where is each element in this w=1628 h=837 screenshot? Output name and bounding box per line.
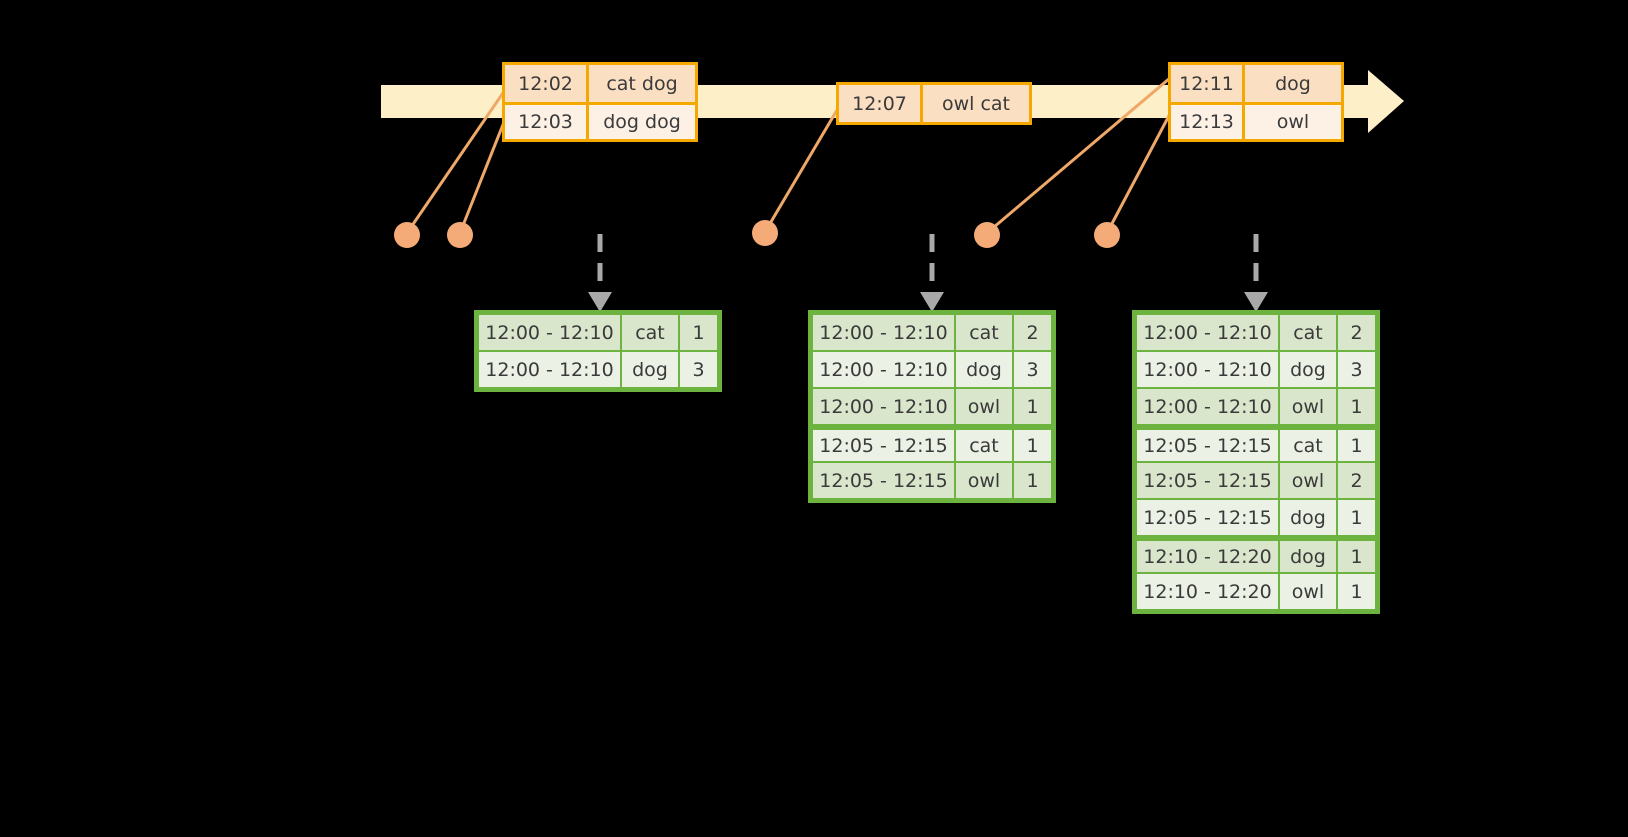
key-cell: dog [955,351,1013,388]
key-cell: owl [955,388,1013,425]
event-marker-5 [1094,222,1120,248]
table-row: 12:00 - 12:10 dog 3 [478,351,718,388]
connector-line-1 [405,89,507,234]
table-row: 12:05 - 12:15 owl 1 [812,462,1052,499]
table-row: 12:10 - 12:20 dog 1 [1136,536,1376,573]
event-box-2[interactable]: 12:07 owl cat [836,82,1032,125]
count-cell: 1 [1337,429,1376,462]
count-cell: 2 [1337,462,1376,499]
key-cell: dog [1279,499,1337,536]
count-cell: 1 [1337,540,1376,573]
event-time: 12:02 [505,65,589,102]
window-cell: 12:00 - 12:10 [812,388,955,425]
window-cell: 12:00 - 12:10 [1136,351,1279,388]
window-cell: 12:00 - 12:10 [478,351,621,388]
key-cell: cat [621,314,679,351]
flow-arrow-head-2 [920,292,944,312]
table-row: 12:05 - 12:15 dog 1 [1136,499,1376,536]
key-cell: owl [1279,573,1337,610]
count-cell: 1 [1013,388,1052,425]
count-cell: 1 [1337,573,1376,610]
table-row: 12:00 - 12:10 cat 1 [478,314,718,351]
window-cell: 12:05 - 12:15 [812,462,955,499]
window-cell: 12:00 - 12:10 [1136,314,1279,351]
event-box-1[interactable]: 12:02 cat dog 12:03 dog dog [502,62,698,142]
table-row: 12:00 - 12:10 owl 1 [1136,388,1376,425]
event-row: 12:11 dog [1171,65,1341,102]
event-row: 12:02 cat dog [505,65,695,102]
event-value: dog dog [603,111,681,133]
connector-line-2 [458,111,510,234]
event-marker-4 [974,222,1000,248]
count-cell: 1 [679,314,718,351]
timeline-arrowhead [1368,70,1404,133]
table-row: 12:05 - 12:15 cat 1 [1136,425,1376,462]
event-time: 12:07 [839,85,923,122]
window-cell: 12:00 - 12:10 [478,314,621,351]
table-row: 12:00 - 12:10 cat 2 [812,314,1052,351]
event-row: 12:03 dog dog [505,102,695,139]
table-row: 12:10 - 12:20 owl 1 [1136,573,1376,610]
event-value: owl cat [941,92,1011,115]
event-value: owl [1276,111,1310,133]
count-cell: 2 [1337,314,1376,351]
count-cell: 1 [1013,429,1052,462]
window-cell: 12:05 - 12:15 [1136,499,1279,536]
result-table-3[interactable]: 12:00 - 12:10 cat 2 12:00 - 12:10 dog 3 … [1132,310,1380,614]
window-cell: 12:00 - 12:10 [812,314,955,351]
key-cell: owl [1279,462,1337,499]
window-cell: 12:05 - 12:15 [1136,462,1279,499]
count-cell: 1 [1337,499,1376,536]
count-cell: 3 [679,351,718,388]
key-cell: cat [955,314,1013,351]
table-row: 12:05 - 12:15 cat 1 [812,425,1052,462]
event-marker-2 [447,222,473,248]
key-cell: cat [1279,314,1337,351]
table-row: 12:00 - 12:10 owl 1 [812,388,1052,425]
key-cell: owl [1279,388,1337,425]
event-time: 12:03 [505,105,589,139]
event-row: 12:07 owl cat [839,85,1029,122]
table-row: 12:00 - 12:10 dog 3 [812,351,1052,388]
event-box-3[interactable]: 12:11 dog 12:13 owl [1168,62,1344,142]
key-cell: dog [1279,351,1337,388]
connector-line-5 [1105,109,1174,234]
key-cell: owl [955,462,1013,499]
table-row: 12:05 - 12:15 owl 2 [1136,462,1376,499]
window-cell: 12:05 - 12:15 [812,429,955,462]
event-marker-1 [394,222,420,248]
count-cell: 3 [1337,351,1376,388]
table-row: 12:00 - 12:10 dog 3 [1136,351,1376,388]
count-cell: 1 [1337,388,1376,425]
window-cell: 12:10 - 12:20 [1136,540,1279,573]
window-cell: 12:00 - 12:10 [1136,388,1279,425]
count-cell: 1 [1013,462,1052,499]
key-cell: dog [1279,540,1337,573]
event-value: dog [1275,72,1311,95]
connector-line-3 [763,104,842,233]
event-time: 12:13 [1171,105,1245,139]
flow-arrow-head-1 [588,292,612,312]
result-table-2[interactable]: 12:00 - 12:10 cat 2 12:00 - 12:10 dog 3 … [808,310,1056,503]
window-cell: 12:10 - 12:20 [1136,573,1279,610]
event-value: cat dog [606,72,678,95]
flow-arrow-head-3 [1244,292,1268,312]
event-time: 12:11 [1171,65,1245,102]
table-row: 12:00 - 12:10 cat 2 [1136,314,1376,351]
count-cell: 2 [1013,314,1052,351]
event-marker-3 [752,220,778,246]
window-cell: 12:05 - 12:15 [1136,429,1279,462]
key-cell: dog [621,351,679,388]
event-row: 12:13 owl [1171,102,1341,139]
window-cell: 12:00 - 12:10 [812,351,955,388]
key-cell: cat [955,429,1013,462]
key-cell: cat [1279,429,1337,462]
count-cell: 3 [1013,351,1052,388]
result-table-1[interactable]: 12:00 - 12:10 cat 1 12:00 - 12:10 dog 3 [474,310,722,392]
